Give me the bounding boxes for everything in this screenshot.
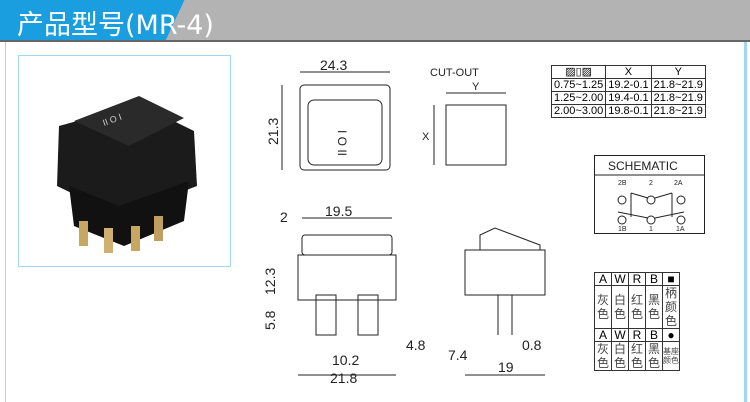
- cut-out-label: CUT-OUT: [430, 67, 479, 79]
- cut-y: Y: [472, 81, 480, 93]
- color-name: 红色: [628, 341, 646, 371]
- color-name: 黑色: [645, 285, 663, 329]
- dim-height-top: 21.3: [265, 118, 281, 145]
- color-name: 白色: [611, 285, 629, 329]
- dimension-drawings: 24.3 21.3 I O II CUT-OUT Y X 19.5 2 12.3…: [262, 57, 546, 386]
- dim-side-b: 0.8: [522, 337, 542, 353]
- header-bar: 产品型号(MR-4): [0, 0, 750, 42]
- handle-color-label: 柄颜色: [662, 285, 680, 329]
- dim-h1: 12.3: [262, 268, 278, 295]
- dim-side-a: 7.4: [448, 347, 468, 363]
- svg-text:I O II: I O II: [335, 130, 349, 156]
- terminal-label: 2: [649, 180, 653, 187]
- code: A: [594, 328, 612, 342]
- color-name: 灰色: [594, 285, 612, 329]
- terminal-label: 2A: [674, 180, 683, 187]
- circle-icon: ●: [662, 328, 680, 342]
- terminal-label: 1: [649, 226, 653, 233]
- col-y: Y: [650, 65, 706, 79]
- terminal-label: 1A: [676, 226, 685, 233]
- cell: 0.75~1.25: [550, 78, 607, 92]
- code: B: [645, 328, 663, 342]
- code: B: [645, 272, 663, 286]
- cut-out-outline: [445, 104, 507, 166]
- dim-width-top: 24.3: [320, 57, 347, 73]
- cell: 19.8-0.1: [605, 104, 652, 118]
- color-name: 黑色: [645, 341, 663, 371]
- cell: 21.8~21.9: [650, 104, 706, 118]
- terminal-label: 1B: [618, 226, 627, 233]
- cell: 2.00~3.00: [550, 104, 607, 118]
- code: A: [594, 272, 612, 286]
- top-view-outline: [299, 84, 391, 171]
- dim-total-w: 21.8: [330, 370, 357, 386]
- schematic-title: SCHEMATIC: [608, 159, 678, 173]
- cell: 21.8~21.9: [650, 91, 706, 105]
- code: R: [628, 328, 646, 342]
- schematic: SCHEMATIC 2B 2 2A 1B 1 1A: [594, 155, 705, 234]
- base-color-label: 基座颜色: [662, 341, 680, 371]
- page-title: 产品型号(MR-4): [17, 10, 214, 41]
- color-name: 白色: [611, 341, 629, 371]
- color-name: 灰色: [594, 341, 612, 371]
- dim-h2: 5.8: [262, 310, 278, 330]
- cell: 1.25~2.00: [550, 91, 607, 105]
- col-x: X: [605, 65, 652, 79]
- color-name: 红色: [628, 285, 646, 329]
- dim-flange: 2: [280, 209, 288, 225]
- code: W: [611, 272, 629, 286]
- code: R: [628, 272, 646, 286]
- right-border: [744, 42, 747, 402]
- dim-pin: 4.8: [406, 337, 426, 353]
- product-photo: II O I: [18, 55, 231, 267]
- dim-side-w: 19: [498, 359, 514, 375]
- cut-x: X: [422, 131, 430, 143]
- code: W: [611, 328, 629, 342]
- cell: 19.4-0.1: [605, 91, 652, 105]
- left-border: [5, 42, 6, 402]
- cell: 21.8~21.9: [650, 78, 706, 92]
- terminal-label: 2B: [618, 180, 627, 187]
- rocker-switch-image: II O I: [57, 96, 197, 253]
- dim-body-w: 19.5: [325, 203, 352, 219]
- cell: 19.2-0.1: [605, 78, 652, 92]
- panel-thickness-icon: ▨▯▨: [550, 65, 607, 79]
- square-icon: ■: [662, 272, 680, 286]
- dim-pitch: 10.2: [332, 352, 359, 368]
